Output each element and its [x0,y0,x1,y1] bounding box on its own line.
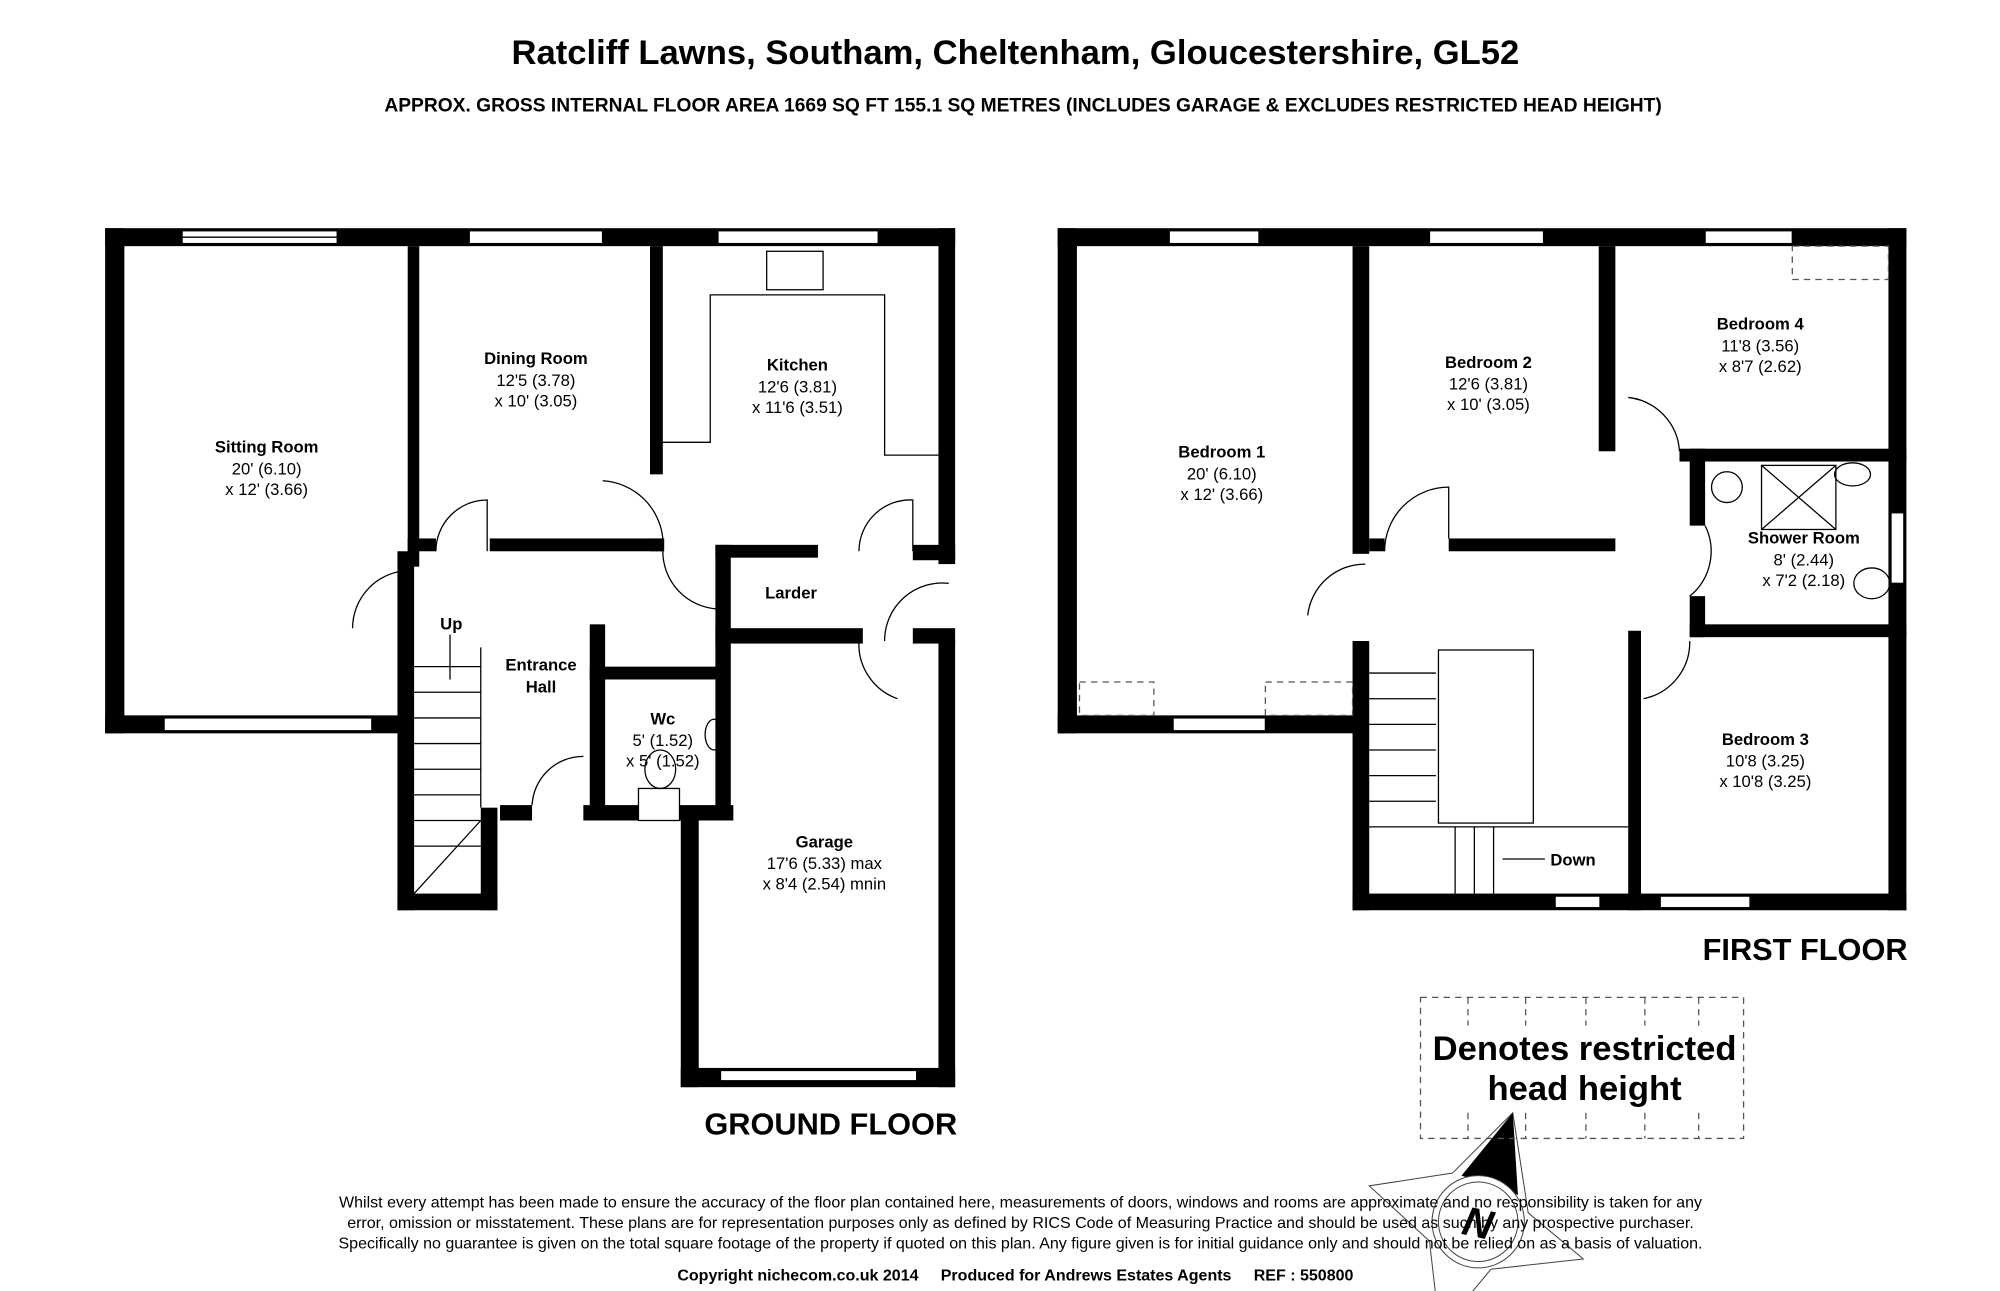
svg-text:20' (6.10): 20' (6.10) [1187,464,1257,483]
key-line-1: Denotes restricted [1433,1030,1737,1068]
first-floor-plan: Bedroom 1 20' (6.10) x 12' (3.66) Bedroo… [1057,228,1908,967]
svg-text:x 8'4 (2.54) mnin: x 8'4 (2.54) mnin [763,875,887,894]
basin-icon [1833,462,1872,487]
svg-text:Entrance: Entrance [505,655,576,674]
svg-text:Down: Down [1550,850,1595,869]
svg-text:11'8 (3.56): 11'8 (3.56) [1721,336,1799,355]
compass-north-icon: N [1368,1111,1585,1291]
door-icon [1643,641,1691,700]
kitchen-fittings [351,250,949,895]
ground-floor-windows [163,230,918,1082]
door-icon [351,569,411,629]
door-icon [531,755,584,806]
first-floor-fittings [1307,396,1891,894]
svg-text:17'6 (5.33) max: 17'6 (5.33) max [767,854,883,873]
svg-text:Bedroom 3: Bedroom 3 [1722,730,1809,749]
svg-text:Garage: Garage [796,832,853,851]
door-icon [435,499,488,552]
footer: Whilst every attempt has been made to en… [339,1194,1703,1285]
basin-icon [704,718,724,751]
svg-text:10'8 (3.25): 10'8 (3.25) [1726,752,1805,771]
door-icon [1307,563,1366,616]
svg-text:Bedroom 1: Bedroom 1 [1178,443,1265,462]
disclaimer-line: Whilst every attempt has been made to en… [339,1194,1702,1212]
svg-text:x 5' (1.52): x 5' (1.52) [626,752,700,771]
first-floor-labels: Bedroom 1 20' (6.10) x 12' (3.66) Bedroo… [1178,314,1860,869]
ground-floor-walls [105,228,956,1088]
svg-text:5' (1.52): 5' (1.52) [633,731,694,750]
svg-text:x 12' (3.66): x 12' (3.66) [225,480,308,499]
svg-text:x 8'7 (2.62): x 8'7 (2.62) [1719,357,1802,376]
svg-text:Bedroom 4: Bedroom 4 [1717,314,1805,333]
door-icon [1689,525,1712,597]
toilet-icon [644,749,677,790]
svg-text:Larder: Larder [765,584,817,603]
svg-text:x 11'6 (3.51): x 11'6 (3.51) [752,398,843,417]
svg-text:x 10' (3.05): x 10' (3.05) [1447,395,1530,414]
cylinder-icon [1710,471,1743,504]
door-icon [858,640,898,700]
page-title: Ratcliff Lawns, Southam, Cheltenham, Glo… [512,34,1520,72]
svg-text:8' (2.44): 8' (2.44) [1774,550,1835,569]
copyright: Copyright nichecom.co.uk 2014 Produced f… [677,1267,1353,1285]
shower-tray-icon [1760,464,1837,531]
svg-text:x 12' (3.66): x 12' (3.66) [1180,485,1263,504]
ground-floor-labels: Sitting Room 20' (6.10) x 12' (3.66) Din… [215,349,886,894]
door-icon [1628,396,1681,452]
door-icon [602,480,664,539]
key-line-2: head height [1487,1070,1682,1108]
door-icon [662,551,718,610]
first-floor-windows [1168,230,1905,909]
door-icon [858,499,914,552]
svg-text:Bedroom 2: Bedroom 2 [1445,353,1532,372]
toilet-icon [1853,567,1891,600]
door-icon [1383,486,1450,552]
svg-text:x 10'8 (3.25): x 10'8 (3.25) [1719,772,1811,791]
disclaimer-line: Specifically no guarantee is given on th… [339,1235,1703,1253]
svg-text:Shower Room: Shower Room [1748,529,1860,548]
svg-text:x 7'2 (2.18): x 7'2 (2.18) [1762,571,1845,590]
stairs-up [413,634,482,895]
svg-text:Up: Up [440,614,462,633]
restricted-head-height-key: Denotes restricted head height [1419,996,1745,1140]
svg-text:12'5 (3.78): 12'5 (3.78) [496,371,575,390]
floor-area-subtitle: APPROX. GROSS INTERNAL FLOOR AREA 1669 S… [384,96,1662,117]
svg-text:Kitchen: Kitchen [767,356,828,375]
svg-text:x 10' (3.05): x 10' (3.05) [495,391,578,410]
svg-text:Sitting Room: Sitting Room [215,438,319,457]
first-floor-label: FIRST FLOOR [1703,932,1908,967]
svg-text:20' (6.10): 20' (6.10) [232,459,302,478]
sink-icon [766,250,824,291]
disclaimer-line: error, omission or misstatement. These p… [347,1214,1694,1232]
svg-text:12'6 (3.81): 12'6 (3.81) [758,377,837,396]
ground-floor-plan: Sitting Room 20' (6.10) x 12' (3.66) Din… [105,228,957,1142]
svg-text:Wc: Wc [650,709,675,728]
ground-floor-label: GROUND FLOOR [704,1107,957,1142]
svg-text:12'6 (3.81): 12'6 (3.81) [1449,375,1528,394]
svg-text:Dining Room: Dining Room [484,349,588,368]
svg-text:Hall: Hall [526,677,557,696]
door-icon [883,582,949,642]
